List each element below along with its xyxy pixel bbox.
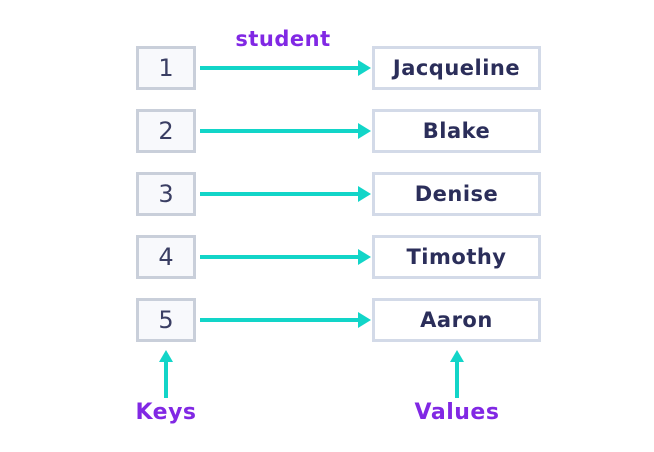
value-label: Jacqueline [392,56,521,80]
mapping-row: 1 Jacqueline [0,46,654,90]
key-label: 2 [158,117,174,145]
arrow-right-icon [200,312,371,328]
arrow-right-icon [200,60,371,76]
arrow-line [200,129,358,133]
arrow-right-icon [200,123,371,139]
key-box: 1 [136,46,196,90]
key-box: 5 [136,298,196,342]
arrow-head [358,312,371,328]
value-box: Jacqueline [372,46,541,90]
value-box: Aaron [372,298,541,342]
arrow-up-icon [450,350,464,398]
key-label: 1 [158,54,174,82]
arrow-head [358,186,371,202]
mapping-row: 4 Timothy [0,235,654,279]
value-label: Blake [422,119,491,143]
value-label: Denise [414,182,499,206]
arrow-line [200,318,358,322]
arrow-head [358,60,371,76]
arrow-line [455,362,459,398]
values-label: Values [414,400,500,425]
arrow-line [200,255,358,259]
mapping-row: 2 Blake [0,109,654,153]
key-box: 2 [136,109,196,153]
value-label: Timothy [406,245,507,269]
key-box: 4 [136,235,196,279]
key-label: 4 [158,243,174,271]
arrow-line [200,192,358,196]
arrow-line [164,362,168,398]
mapping-row: 3 Denise [0,172,654,216]
value-box: Blake [372,109,541,153]
map-name-label: student [235,27,331,51]
arrow-head [358,249,371,265]
key-label: 3 [158,180,174,208]
arrow-head [450,350,464,362]
arrow-head [159,350,173,362]
arrow-up-icon [159,350,173,398]
value-box: Timothy [372,235,541,279]
key-box: 3 [136,172,196,216]
key-label: 5 [158,306,174,334]
mapping-row: 5 Aaron [0,298,654,342]
arrow-head [358,123,371,139]
keys-label: Keys [135,400,197,425]
value-box: Denise [372,172,541,216]
arrow-right-icon [200,186,371,202]
value-label: Aaron [420,308,493,332]
arrow-right-icon [200,249,371,265]
arrow-line [200,66,358,70]
